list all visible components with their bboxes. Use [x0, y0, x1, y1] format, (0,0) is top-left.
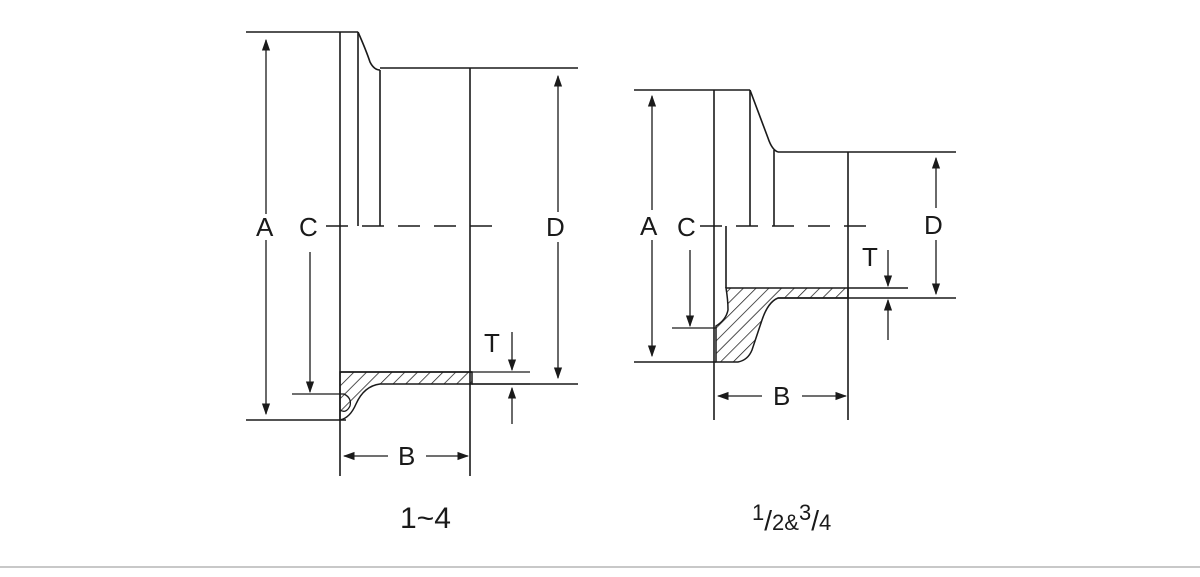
bottom-divider [0, 566, 1200, 568]
large-label-a: A [256, 212, 274, 242]
small-fitting-view: A C D T B 1/2&3/4 [634, 89, 956, 536]
large-label-d: D [546, 212, 565, 242]
small-fitting-caption: 1/2&3/4 [752, 500, 831, 536]
large-fitting-caption: 1~4 [400, 502, 451, 535]
large-fitting-hatched-section [339, 371, 473, 421]
large-label-c: C [299, 212, 318, 242]
small-fitting-outline [634, 89, 956, 420]
small-label-a: A [640, 211, 658, 241]
large-fitting-outline [246, 31, 578, 476]
small-label-d: D [924, 210, 943, 240]
small-label-t: T [862, 242, 878, 272]
small-label-c: C [677, 212, 696, 242]
large-label-b: B [398, 441, 415, 471]
large-label-t: T [484, 328, 500, 358]
small-fitting-hatched-section [715, 287, 849, 363]
large-fitting-view: A C D T B 1~4 [246, 31, 578, 535]
small-label-b: B [773, 381, 790, 411]
